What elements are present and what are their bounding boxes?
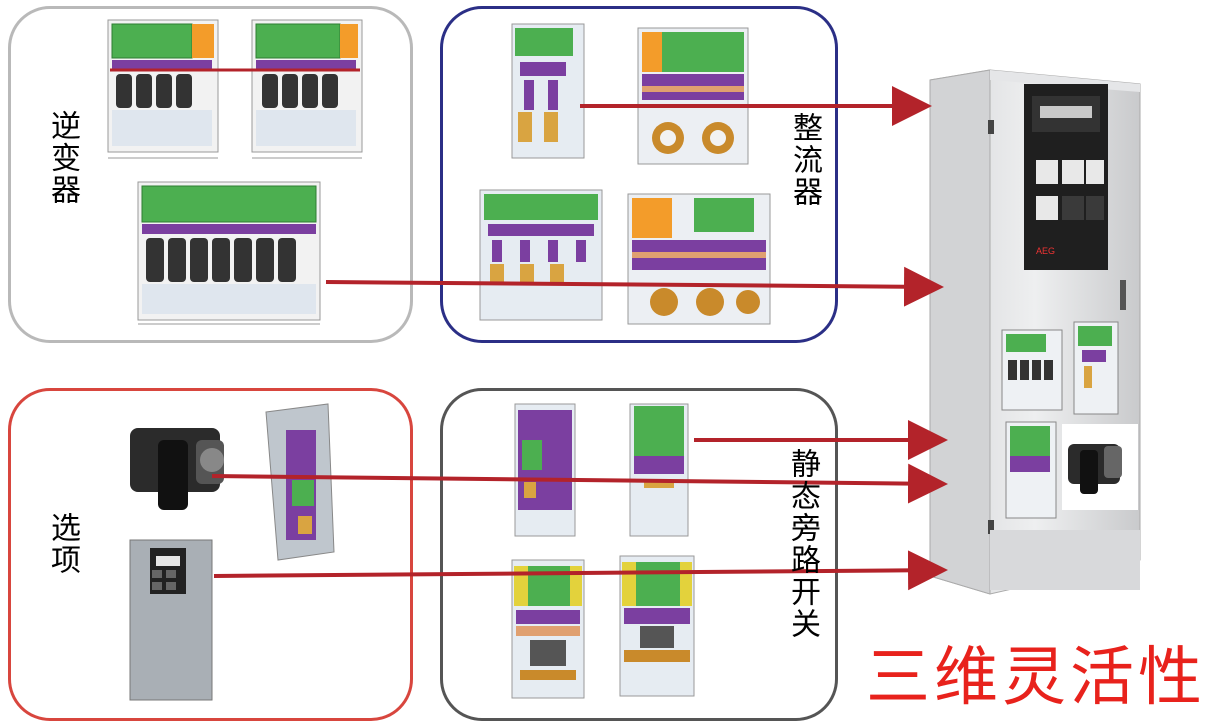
- inverter-group: [8, 6, 413, 343]
- inverter-module-1: [107, 19, 219, 159]
- bypass-module-4: [619, 555, 695, 697]
- inverter-module-2: [251, 19, 363, 159]
- connection-arrows: [110, 68, 948, 591]
- rectifier-group: [440, 6, 838, 343]
- control-panel-option: [129, 539, 213, 701]
- bypass-module-3: [511, 559, 585, 699]
- cabinet-brand: AEG: [1036, 246, 1056, 256]
- rectifier-module-1: [511, 23, 585, 159]
- inverter-module-large: [137, 181, 321, 325]
- rotary-switch-option: [130, 428, 224, 510]
- inverter-label: 逆变器: [45, 110, 80, 206]
- options-group: [8, 388, 413, 721]
- headline-text: 三维灵活性: [866, 641, 1206, 715]
- options-label: 选项: [45, 512, 80, 576]
- rectifier-module-2: [637, 27, 749, 165]
- static-bypass-group: [440, 388, 838, 721]
- rectifier-module-4: [627, 193, 771, 325]
- bypass-module-1: [514, 403, 576, 537]
- ups-cabinet: [929, 69, 1141, 595]
- static-bypass-label: 静态旁路开关: [785, 448, 820, 640]
- rectifier-label: 整流器: [787, 112, 822, 208]
- bypass-module-2: [629, 403, 689, 537]
- bypass-panel-option: [265, 403, 335, 561]
- rectifier-module-3: [479, 189, 603, 321]
